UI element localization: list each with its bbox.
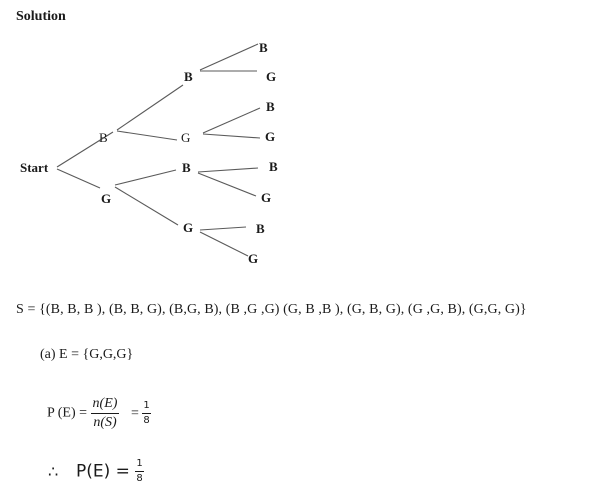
tree-node-bb: B	[184, 69, 193, 84]
branch-b-to-bg	[116, 130, 178, 141]
tree-node-bg: G	[181, 130, 190, 145]
branch-gg-to-ggg	[199, 231, 249, 257]
tree-node-gb: B	[182, 160, 191, 175]
fraction-numerator: n(E)	[92, 396, 118, 411]
probability-tree-diagram: Start B G B G B G B G B G B G B G	[20, 40, 278, 266]
probability-formula: P (E) = n(E) n(S) = 1 8	[47, 396, 151, 431]
result-numerator: 1	[143, 400, 150, 411]
count-fraction: n(E) n(S)	[90, 396, 120, 431]
branch-g-to-gb	[114, 169, 177, 186]
branch-bg-to-bgb	[202, 107, 261, 134]
final-answer: P(E) = 1 8	[76, 458, 144, 485]
tree-node-g: G	[101, 191, 111, 206]
branch-b-to-bb	[116, 84, 184, 131]
answer-lhs: P(E) =	[76, 461, 130, 482]
result-fraction-bar	[142, 413, 151, 414]
branch-bg-to-bgg	[202, 133, 261, 139]
tree-leaf-gbb: B	[269, 159, 278, 174]
event-definition: (a) E = {G,G,G}	[40, 347, 134, 362]
tree-node-gg: G	[183, 220, 193, 235]
tree-leaf-bbg: G	[266, 69, 276, 84]
answer-fraction: 1 8	[135, 458, 144, 485]
fraction-denominator: n(S)	[93, 415, 117, 430]
branch-g-to-gg	[114, 186, 179, 226]
solution-heading: Solution	[16, 9, 66, 24]
probability-lhs: P (E) =	[47, 405, 88, 421]
branch-bb-to-bbb	[199, 43, 259, 71]
branch-gb-to-gbg	[197, 172, 257, 197]
branch-start-to-b	[56, 131, 114, 168]
tree-node-b: B	[99, 130, 108, 145]
branch-gg-to-ggb	[199, 226, 247, 231]
branch-gb-to-gbb	[197, 167, 259, 173]
probability-equals: =	[130, 405, 139, 421]
answer-numerator: 1	[136, 458, 143, 469]
tree-leaf-ggg: G	[248, 251, 258, 266]
tree-root-label: Start	[20, 160, 49, 175]
therefore-symbol: ∴	[48, 462, 59, 481]
branch-start-to-g	[56, 168, 101, 189]
result-denominator: 8	[143, 415, 150, 426]
answer-denominator: 8	[136, 473, 143, 484]
tree-leaf-gbg: G	[261, 190, 271, 205]
tree-leaf-bgg: G	[265, 129, 275, 144]
answer-fraction-bar	[135, 471, 144, 472]
sample-space: S = {(B, B, B ), (B, B, G), (B,G, B), (B…	[16, 302, 527, 317]
tree-leaf-bgb: B	[266, 99, 275, 114]
tree-leaf-ggb: B	[256, 221, 265, 236]
tree-leaf-bbb: B	[259, 40, 268, 55]
result-fraction: 1 8	[142, 400, 151, 427]
fraction-bar	[90, 413, 120, 414]
